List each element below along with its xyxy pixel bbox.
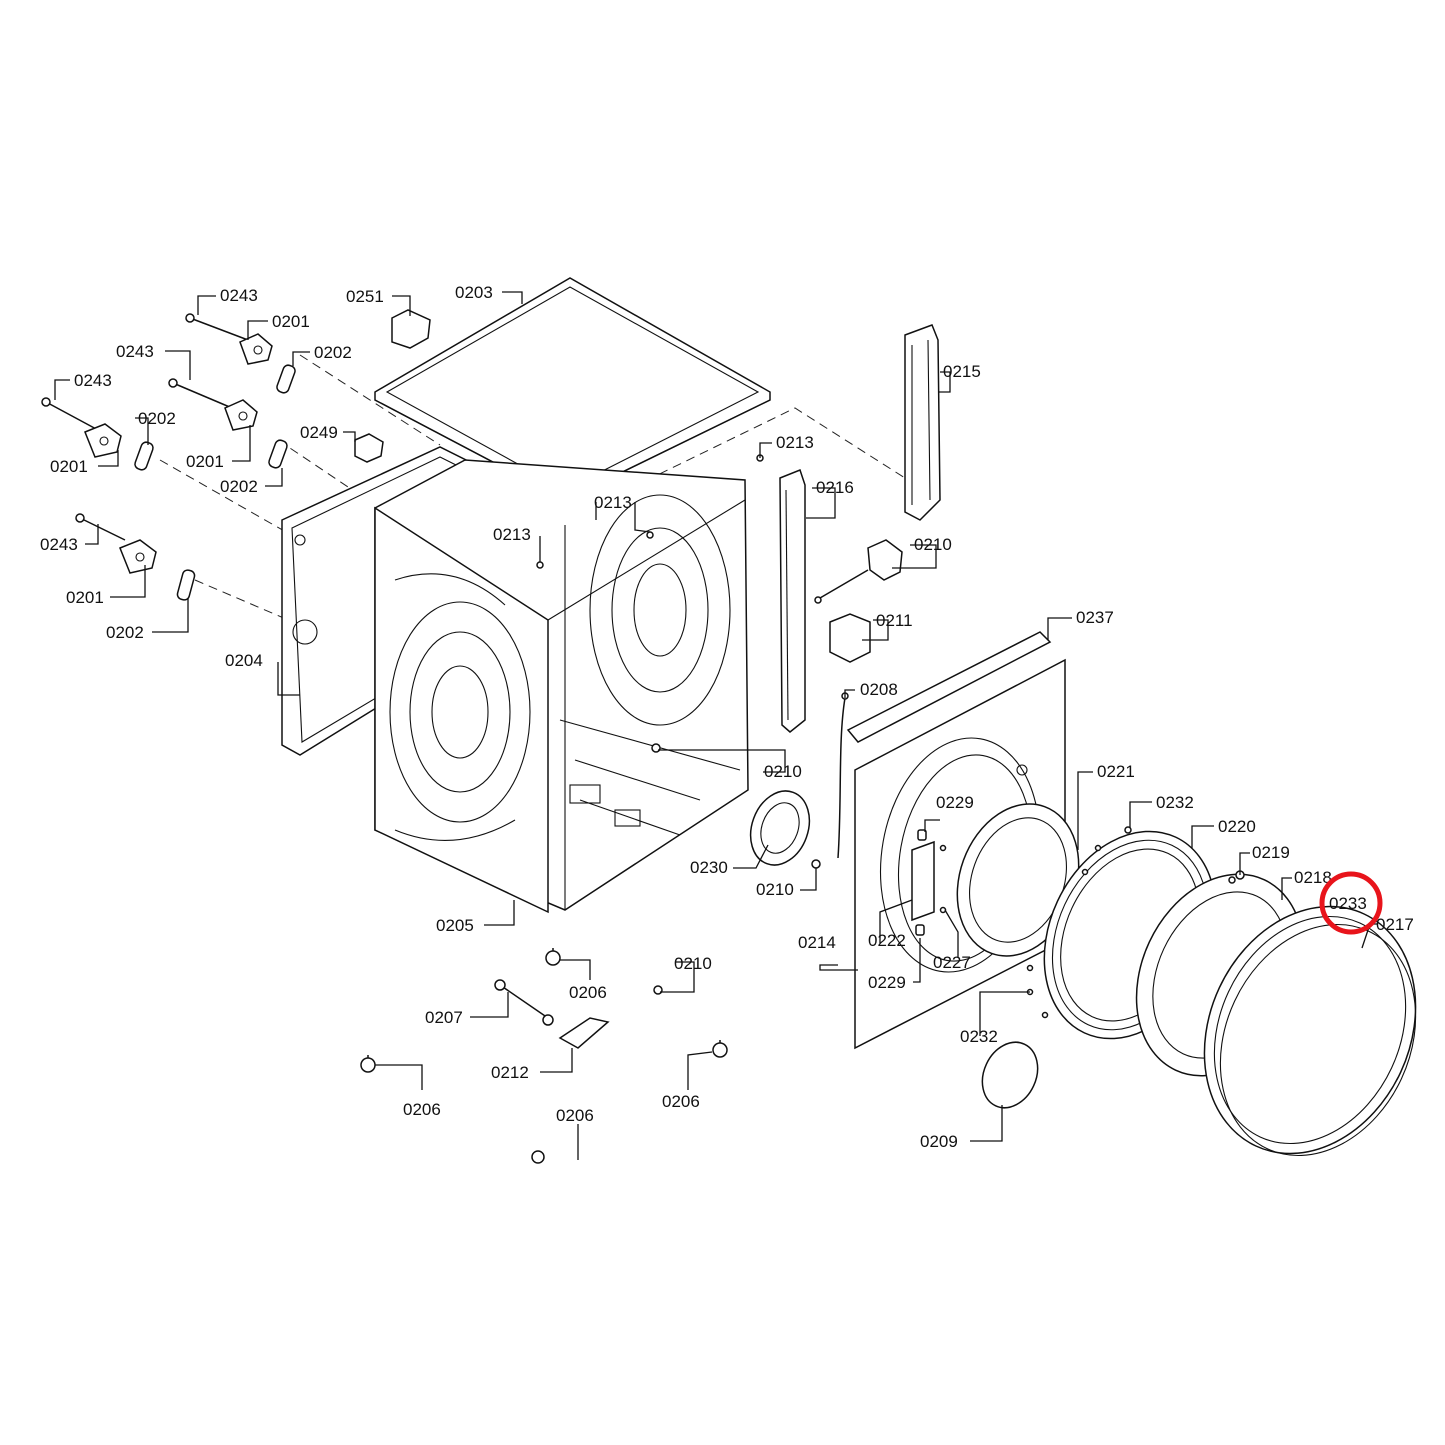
part-label: 0212	[491, 1063, 529, 1082]
leader-lines	[54, 291, 1378, 1160]
part-label: 0220	[1218, 817, 1256, 836]
foot-icon	[360, 948, 728, 1164]
rail-icon	[779, 324, 941, 733]
part-label: 0230	[690, 858, 728, 877]
part-label: 0201	[186, 452, 224, 471]
part-label: 0237	[1076, 608, 1114, 627]
part-label: 0210	[914, 535, 952, 554]
back-panel-swirl	[589, 494, 731, 726]
part-label: 0202	[314, 343, 352, 362]
part-label: 0232	[960, 1027, 998, 1046]
side-panel-swirl	[389, 573, 531, 841]
part-label: 0229	[868, 973, 906, 992]
part-label: 0201	[66, 588, 104, 607]
part-label: 0203	[455, 283, 493, 302]
part-label: 0215	[943, 362, 981, 381]
part-label: 0206	[569, 983, 607, 1002]
part-label: 0222	[868, 931, 906, 950]
part-number-labels: 0243 0201 0202 0243 0243 0202 0201 0201 …	[40, 283, 1414, 1151]
part-label: 0208	[860, 680, 898, 699]
door-lock-icon	[911, 829, 935, 936]
part-label: 0219	[1252, 843, 1290, 862]
top-cover-icon	[374, 277, 771, 501]
part-label: 0213	[493, 525, 531, 544]
wrench-icon	[494, 979, 554, 1026]
part-label: 0243	[74, 371, 112, 390]
bolt-icon	[41, 313, 249, 541]
part-label: 0249	[300, 423, 338, 442]
part-label: 0217	[1376, 915, 1414, 934]
part-label: 0210	[674, 954, 712, 973]
part-label: 0206	[556, 1106, 594, 1125]
switch-icon	[814, 539, 903, 663]
part-label: 0205	[436, 916, 474, 935]
part-label: 0204	[225, 651, 263, 670]
cable-icon	[837, 692, 849, 859]
part-label: 0213	[594, 493, 632, 512]
cabinet-icon	[374, 454, 764, 914]
part-label: 0209	[920, 1132, 958, 1151]
part-label: 0243	[220, 286, 258, 305]
cover-cap-icon	[981, 1041, 1039, 1109]
part-label: 0218	[1294, 868, 1332, 887]
part-label: 0243	[116, 342, 154, 361]
part-label: 0206	[662, 1092, 700, 1111]
part-label: 0243	[40, 535, 78, 554]
pump-cover-icon	[749, 790, 811, 866]
part-label: 0251	[346, 287, 384, 306]
part-label: 0213	[776, 433, 814, 452]
part-label: 0214	[798, 933, 836, 952]
part-label: 0202	[220, 477, 258, 496]
highlight-circle	[1319, 871, 1383, 935]
part-label: 0202	[138, 409, 176, 428]
part-label: 0201	[272, 312, 310, 331]
part-label: 0232	[1156, 793, 1194, 812]
part-label: 0227	[933, 953, 971, 972]
part-label: 0216	[816, 478, 854, 497]
hinge-plate-icon	[134, 364, 296, 601]
hinge-bracket-icon	[84, 333, 273, 574]
part-label: 0206	[403, 1100, 441, 1119]
part-label: 0210	[756, 880, 794, 899]
part-label: 0221	[1097, 762, 1135, 781]
bracket-plate-icon	[558, 1017, 610, 1049]
outer-door-ring-icon	[1203, 905, 1417, 1157]
part-label: 0210	[764, 762, 802, 781]
part-label: 0207	[425, 1008, 463, 1027]
part-label: 0229	[936, 793, 974, 812]
part-label: 0211	[876, 611, 913, 630]
bracket-icon	[354, 309, 431, 463]
part-label: 0202	[106, 623, 144, 642]
part-label-highlighted: 0233	[1329, 894, 1367, 913]
part-label: 0201	[50, 457, 88, 476]
